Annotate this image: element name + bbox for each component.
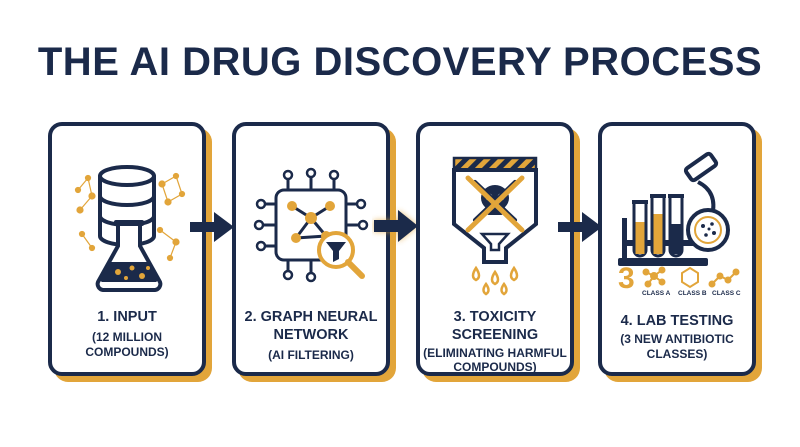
card-body: 3. TOXICITY SCREENING (ELIMINATING HARMF… xyxy=(416,122,574,376)
step-label-line: SCREENING xyxy=(451,327,539,343)
step-card-graph-neural-network: 2. GRAPH NEURAL NETWORK (AI FILTERING) xyxy=(232,122,396,382)
neural-network-filter-icon xyxy=(253,167,369,283)
card-body: 2. GRAPH NEURAL NETWORK (AI FILTERING) xyxy=(232,122,390,376)
step-label-line: NETWORK xyxy=(273,327,349,343)
lab-count: 3 xyxy=(618,262,635,295)
arrow-right-icon xyxy=(190,212,234,242)
step-subtitle-line: (12 MILLION xyxy=(91,330,162,344)
card-body: 1. INPUT (12 MILLION COMPOUNDS) xyxy=(48,122,206,376)
class-a-label: CLASS A xyxy=(642,290,671,297)
step-card-lab-testing: 3 CLASS A CLASS B CLASS C 4. LAB TESTING… xyxy=(598,122,762,382)
arrow-right-icon xyxy=(558,212,602,242)
step-label-line: 3. TOXICITY xyxy=(453,309,537,325)
step-card-toxicity-screening: 3. TOXICITY SCREENING (ELIMINATING HARMF… xyxy=(416,122,580,382)
step-subtitle-line: (ELIMINATING HARMFUL xyxy=(423,346,567,360)
arrow-right-icon xyxy=(374,210,418,242)
step-subtitle-line: (AI FILTERING) xyxy=(268,348,354,362)
step-card-input: 1. INPUT (12 MILLION COMPOUNDS) xyxy=(48,122,212,382)
step-label-line: 4. LAB TESTING xyxy=(620,313,734,329)
class-b-label: CLASS B xyxy=(678,290,707,297)
step-subtitle-line: COMPOUNDS) xyxy=(453,360,537,374)
page-title: THE AI DRUG DISCOVERY PROCESS xyxy=(37,40,763,84)
card-body: 3 CLASS A CLASS B CLASS C 4. LAB TESTING… xyxy=(598,122,756,376)
database-flask-icon xyxy=(74,165,186,292)
step-subtitle-line: COMPOUNDS) xyxy=(85,345,169,359)
microscope-test-tubes-icon xyxy=(618,151,740,289)
step-label: 1. INPUT xyxy=(97,309,157,325)
step-label-line: 2. GRAPH NEURAL xyxy=(244,309,378,325)
toxicity-funnel-icon xyxy=(452,156,538,296)
step-subtitle-line: (3 NEW ANTIBIOTIC xyxy=(620,332,734,346)
step-subtitle-line: CLASSES) xyxy=(646,347,708,361)
class-c-label: CLASS C xyxy=(712,290,741,297)
